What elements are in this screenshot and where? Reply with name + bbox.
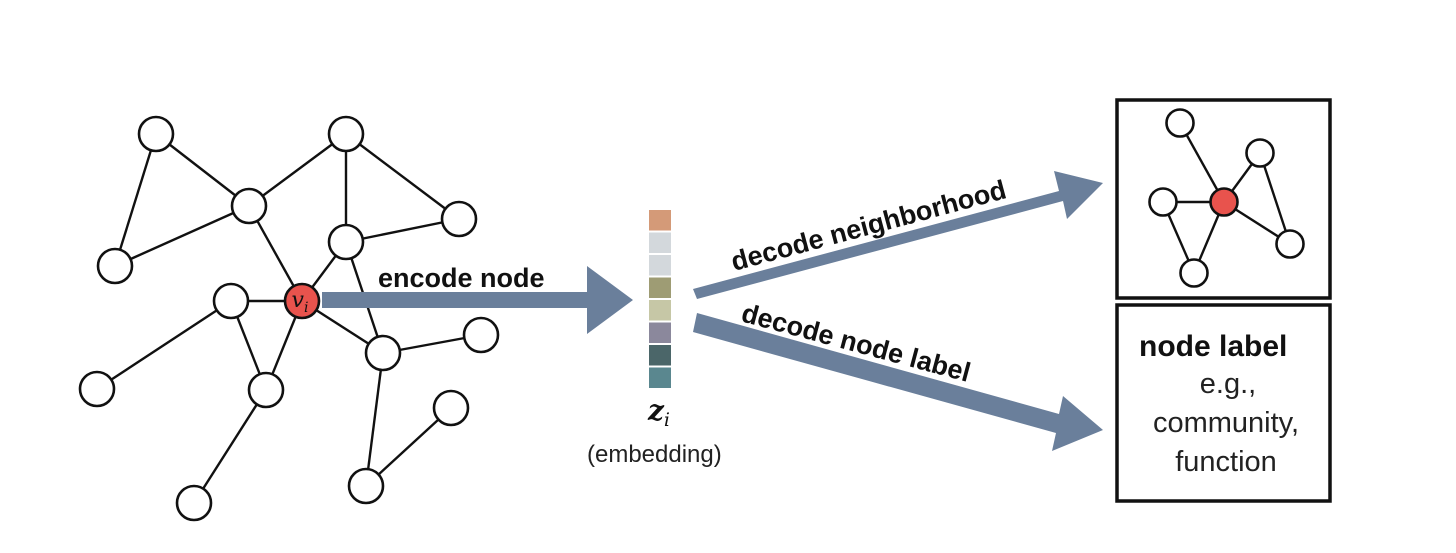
neighborhood-subgraph [1148, 108, 1305, 288]
encode-label: encode node [378, 263, 545, 293]
center-node: vi [283, 282, 321, 320]
embedding-cell [649, 300, 671, 321]
embedding-cell [649, 255, 671, 276]
graph-node [462, 316, 500, 354]
subgraph-center-node [1209, 187, 1239, 217]
embedding-cell [649, 210, 671, 231]
graph-node [347, 467, 385, 505]
encode-arrow [322, 266, 633, 334]
graph-node [230, 187, 268, 225]
subgraph-node [1275, 229, 1305, 259]
graph-node [440, 200, 478, 238]
graph-node [432, 389, 470, 427]
graph-nodes [78, 115, 500, 522]
subgraph-node [1165, 108, 1195, 138]
decode-neighborhood-arrow [693, 171, 1103, 299]
graph-node [364, 334, 402, 372]
embedding-cell [649, 277, 671, 298]
graph-node [175, 484, 213, 522]
embedding-subscript: i [664, 409, 670, 431]
subgraph-node [1245, 138, 1275, 168]
decode-label-arrow [693, 313, 1103, 451]
embedding-cell [649, 345, 671, 366]
node-label-box [1115, 303, 1332, 503]
embedding-cell [649, 322, 671, 343]
embedding-symbol: z [647, 394, 665, 427]
embedding-vector [649, 210, 671, 388]
neighborhood-box [1115, 98, 1332, 300]
node-label-example-line: function [1175, 446, 1277, 478]
center-node-symbol: v [292, 288, 305, 313]
graph-node [96, 247, 134, 285]
node-label-title: node label [1139, 330, 1287, 363]
embedding-cell [649, 232, 671, 253]
graph-node [137, 115, 175, 153]
graph-node [212, 282, 250, 320]
center-node-subscript: i [304, 300, 308, 316]
subgraph-node [1148, 187, 1178, 217]
embedding-cell [649, 367, 671, 388]
node-label-example-line: community, [1153, 407, 1299, 439]
graph-node [78, 370, 116, 408]
graph-node [327, 223, 365, 261]
subgraph-node [1179, 258, 1209, 288]
embedding-caption: (embedding) [587, 441, 722, 468]
graph-edges [96, 133, 482, 504]
graph-node [327, 115, 365, 153]
graph-node [247, 371, 285, 409]
svg-text:vi: vi [292, 288, 309, 316]
node-label-example-line: e.g., [1200, 368, 1256, 400]
svg-text:zi: zi [647, 394, 670, 431]
